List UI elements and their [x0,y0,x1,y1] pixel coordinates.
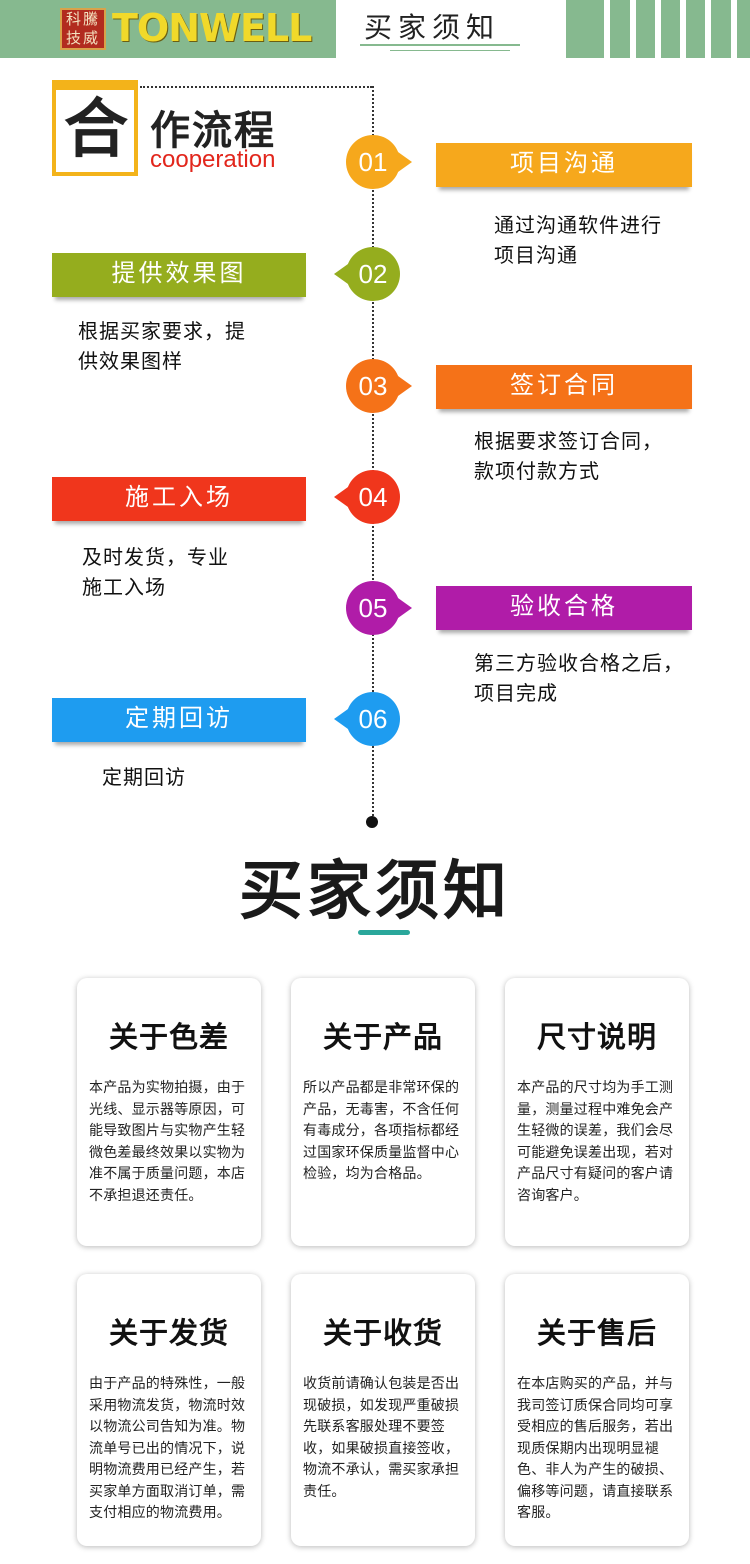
cooperation-title: 作流程 [150,108,276,154]
card-title: 关于产品 [322,1020,443,1054]
step-6-description: 定期回访 [102,765,186,789]
step-5-title-banner: 验收合格 [436,586,692,630]
notice-card-size: 尺寸说明 本产品的尺寸均为手工测量，测量过程中难免会产生轻微的误差，我们会尽可能… [505,978,689,1246]
header-stripe [686,0,706,58]
card-body: 本产品为实物拍摄，由于光线、显示器等原因，可能导致图片与实物产生轻微色差最终效果… [89,1080,246,1204]
step-4-description: 及时发货，专业施工入场 [82,545,229,599]
step-2-description: 根据买家要求，提供效果图样 [78,319,246,373]
notice-title-accent-bar [358,930,410,935]
header-underline-2 [390,50,510,51]
header-underline [360,44,520,46]
card-title: 关于色差 [108,1020,229,1054]
header-stripe [635,0,655,58]
step-3-number-badge: 03 [346,359,412,413]
notice-card-receiving: 关于收货 收货前请确认包装是否出现破损，如发现严重破损先联系客服处理不要签收，如… [291,1274,475,1546]
header-stripe [610,0,630,58]
timeline-end-dot [366,816,378,828]
header-brand-panel: 科騰 技威 TONWELL [0,0,336,58]
header-stripes [566,0,750,58]
card-body: 由于产品的特殊性，一般采用物流发货，物流时效以物流公司告知为准。物流单号已出的情… [89,1376,246,1521]
step-1-title-banner: 项目沟通 [436,143,692,187]
step-3-description: 根据要求签订合同，款项付款方式 [474,429,663,483]
cooperation-subtitle: cooperation [150,146,276,173]
cooperation-logo-char: 合 [64,92,128,167]
notice-card-product: 关于产品 所以产品都是非常环保的产品，无毒害，不含任何有毒成分，各项指标都经过国… [291,978,475,1246]
step-2-number-badge: 02 [334,247,400,301]
card-body: 在本店购买的产品，并与我司签订质保合同均可享受相应的售后服务，若出现质保期内出现… [517,1376,674,1521]
card-body: 收货前请确认包装是否出现破损，如发现严重破损先联系客服处理不要签收，如果破损直接… [303,1376,460,1500]
step-2-title-banner: 提供效果图 [52,253,306,297]
notice-card-shipping: 关于发货 由于产品的特殊性，一般采用物流发货，物流时效以物流公司告知为准。物流单… [77,1274,261,1546]
card-title: 关于售后 [536,1316,657,1350]
card-body: 本产品的尺寸均为手工测量，测量过程中难免会产生轻微的误差，我们会尽可能避免误差出… [517,1080,674,1204]
card-title: 尺寸说明 [536,1020,657,1054]
timeline-top-connector [140,86,372,88]
step-1-description: 通过沟通软件进行项目沟通 [494,213,662,267]
page-header: 科騰 技威 TONWELL 买家须知 [0,0,750,58]
step-5-number-badge: 05 [346,581,412,635]
card-title: 关于发货 [108,1316,229,1350]
step-1-number-badge: 01 [346,135,412,189]
header-stripe [736,0,750,58]
card-body: 所以产品都是非常环保的产品，无毒害，不含任何有毒成分，各项指标都经过国家环保质量… [303,1080,460,1182]
notice-title: 买家须知 [239,855,511,929]
card-title: 关于收货 [322,1316,443,1350]
header-stripe [566,0,605,58]
header-stripe [711,0,731,58]
cooperation-logo-frame [52,80,138,176]
notice-card-color-difference: 关于色差 本产品为实物拍摄，由于光线、显示器等原因，可能导致图片与实物产生轻微色… [77,978,261,1246]
step-6-number-badge: 06 [334,692,400,746]
timeline-vertical-line [372,86,374,820]
notice-card-after-sales: 关于售后 在本店购买的产品，并与我司签订质保合同均可享受相应的售后服务，若出现质… [505,1274,689,1546]
step-3-title-banner: 签订合同 [436,365,692,409]
header-stripe [660,0,681,58]
step-6-title-banner: 定期回访 [52,698,306,742]
brand-wordmark: TONWELL [112,6,312,50]
header-title: 买家须知 [364,11,501,44]
step-4-number-badge: 04 [334,470,400,524]
brand-seal-logo: 科騰 技威 [60,8,106,50]
step-4-title-banner: 施工入场 [52,477,306,521]
step-5-description: 第三方验收合格之后，项目完成 [474,651,684,705]
